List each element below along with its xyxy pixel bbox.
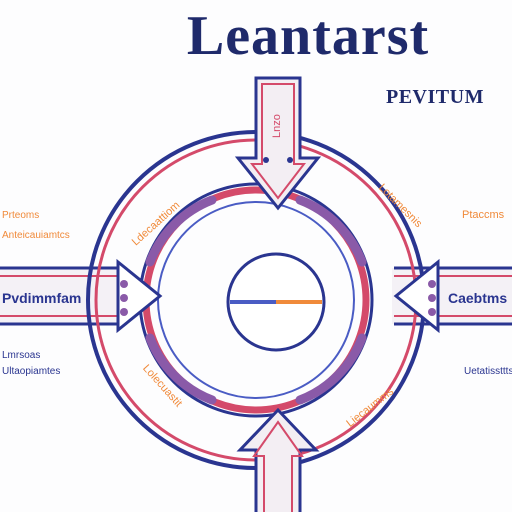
side-label-lower-left-2: Ultaopiamtes	[2, 366, 60, 377]
diagram-subtitle: PEVITUM	[386, 86, 484, 108]
side-label-lower-right: Uetatissttts	[464, 366, 512, 377]
side-label-upper-left-2: Anteicauiamtcs	[2, 230, 70, 241]
diagram-title: Leantarst	[186, 5, 430, 67]
left-pointer	[116, 258, 163, 334]
arc-segment-top-left	[145, 195, 217, 267]
right-banner-label: Caebtms	[448, 290, 507, 306]
left-banner	[0, 266, 120, 326]
inner-ring	[157, 201, 355, 399]
side-label-upper-left-1: Prteoms	[2, 210, 39, 221]
left-banner-label: Pvdimmfam	[2, 290, 81, 306]
arc-segment-top-right	[295, 195, 367, 267]
arc-segment-bottom-left	[145, 333, 217, 405]
top-arrow	[234, 76, 322, 211]
center-hub	[226, 252, 326, 352]
ring-label-top-right: Lotamesnis	[376, 182, 425, 231]
bottom-arrow	[236, 407, 320, 512]
arc-segment-bottom-right	[295, 333, 367, 405]
side-label-upper-right: Ptaccms	[462, 209, 505, 221]
top-arrow-text: Lnzo	[271, 114, 283, 138]
right-pointer	[393, 258, 440, 334]
side-label-lower-left-1: Lmrsoas	[2, 350, 40, 361]
